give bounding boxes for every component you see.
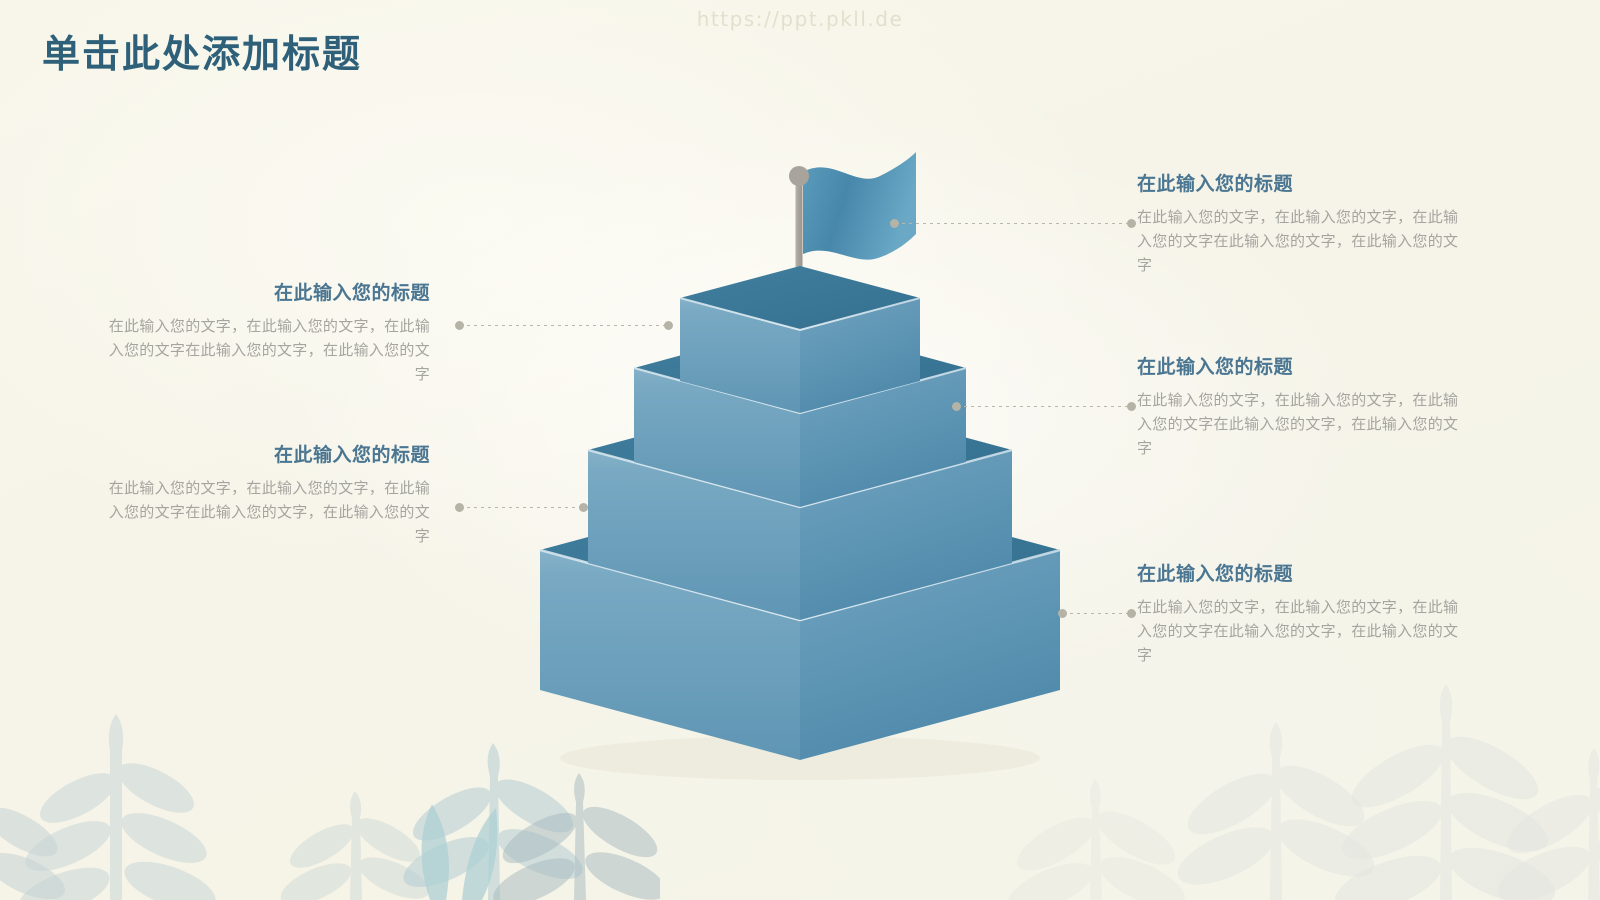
stepped-pyramid-diagram	[520, 150, 1080, 780]
connector-dash	[460, 507, 583, 508]
connector-dash	[460, 325, 668, 326]
connector-dot	[1127, 219, 1136, 228]
callout-block-4[interactable]: 在此输入您的标题 在此输入您的文字，在此输入您的文字，在此输入您的文字在此输入您…	[1137, 355, 1472, 461]
flag-pole	[795, 182, 803, 334]
connector-dot	[455, 321, 464, 330]
page-title: 单击此处添加标题	[42, 32, 363, 76]
callout-heading: 在此输入您的标题	[1137, 356, 1294, 378]
connector-line-4	[952, 402, 1136, 411]
callout-body: 在此输入您的文字，在此输入您的文字，在此输入您的文字在此输入您的文字，在此输入您…	[1137, 597, 1459, 665]
pyramid-svg	[539, 152, 1061, 780]
connector-dot	[890, 219, 899, 228]
callout-heading: 在此输入您的标题	[1137, 563, 1294, 585]
callout-block-3[interactable]: 在此输入您的标题 在此输入您的文字，在此输入您的文字，在此输入您的文字在此输入您…	[1137, 172, 1472, 278]
callout-body: 在此输入您的文字，在此输入您的文字，在此输入您的文字在此输入您的文字，在此输入您…	[1137, 207, 1459, 275]
callout-body: 在此输入您的文字，在此输入您的文字，在此输入您的文字在此输入您的文字，在此输入您…	[108, 316, 430, 384]
connector-dot	[579, 503, 588, 512]
connector-dot	[952, 402, 961, 411]
connector-dash	[1063, 613, 1131, 614]
connector-dot	[455, 503, 464, 512]
callout-heading: 在此输入您的标题	[273, 444, 430, 466]
connector-line-1	[455, 321, 673, 330]
connector-dash	[895, 223, 1131, 224]
flag-icon	[789, 152, 916, 260]
connector-line-5	[1058, 609, 1136, 618]
callout-heading: 在此输入您的标题	[1137, 173, 1294, 195]
connector-dot	[1127, 402, 1136, 411]
connector-line-2	[455, 503, 588, 512]
callout-block-2[interactable]: 在此输入您的标题 在此输入您的文字，在此输入您的文字，在此输入您的文字在此输入您…	[100, 443, 430, 549]
callout-body: 在此输入您的文字，在此输入您的文字，在此输入您的文字在此输入您的文字，在此输入您…	[1137, 390, 1459, 458]
connector-dot	[1127, 609, 1136, 618]
connector-dot	[664, 321, 673, 330]
callout-body: 在此输入您的文字，在此输入您的文字，在此输入您的文字在此输入您的文字，在此输入您…	[108, 478, 430, 546]
watermark-url: https://ppt.pkll.de	[696, 7, 904, 31]
connector-line-3	[890, 219, 1136, 228]
callout-block-5[interactable]: 在此输入您的标题 在此输入您的文字，在此输入您的文字，在此输入您的文字在此输入您…	[1137, 562, 1472, 668]
callout-block-1[interactable]: 在此输入您的标题 在此输入您的文字，在此输入您的文字，在此输入您的文字在此输入您…	[100, 281, 430, 387]
pyramid-tier-1	[679, 266, 921, 413]
connector-dot	[1058, 609, 1067, 618]
connector-dash	[957, 406, 1131, 407]
callout-heading: 在此输入您的标题	[273, 282, 430, 304]
flag-finial	[789, 166, 809, 186]
